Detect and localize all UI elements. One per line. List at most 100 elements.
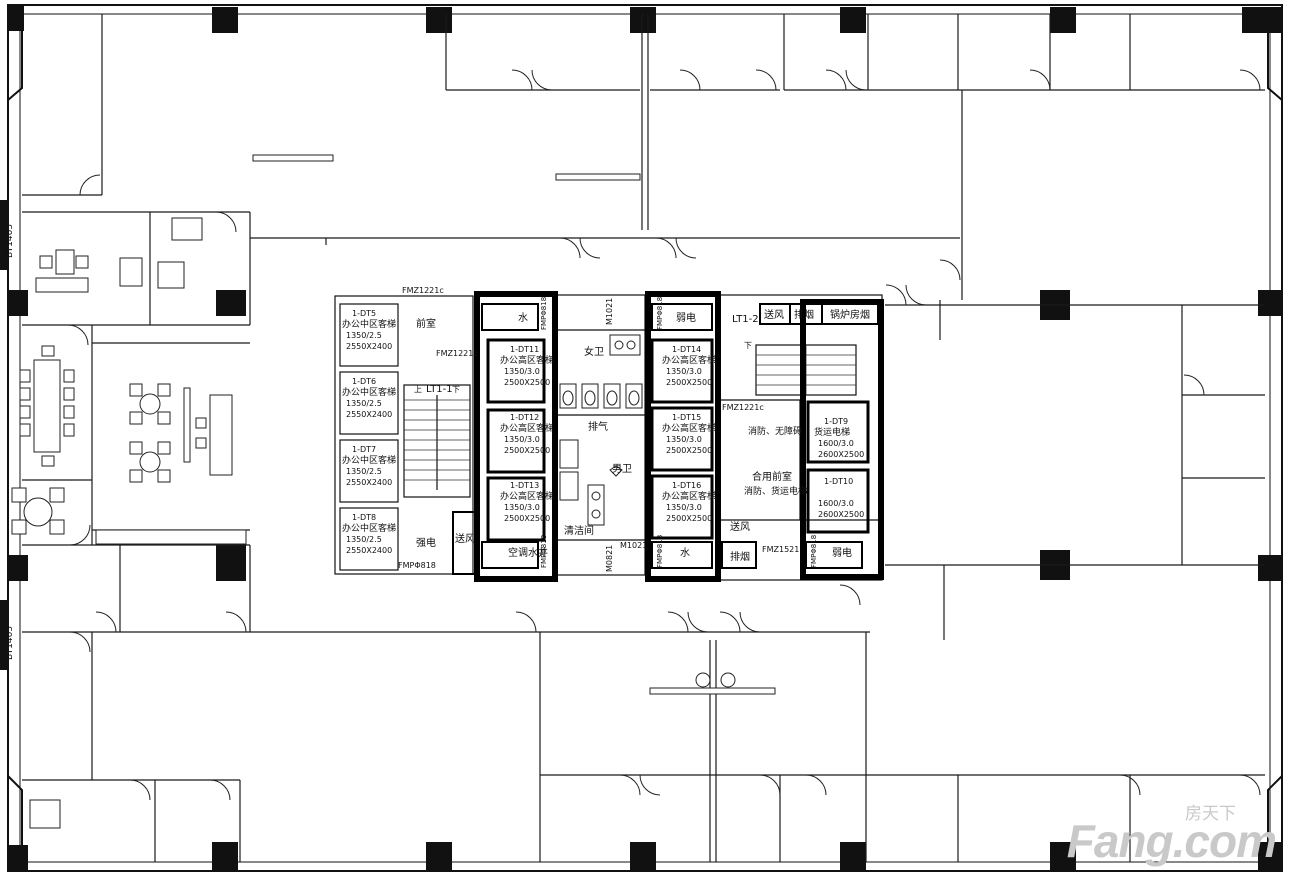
elevator-name: 办公高区客梯 [500, 354, 554, 366]
elevator-id: 1-DT13 [510, 481, 539, 490]
label-shaft-3: FMPΦ818 [656, 297, 664, 330]
elevator-spec: 1350/2.5 [346, 535, 382, 544]
elevator-id: 1-DT14 [672, 345, 701, 354]
structural-columns [0, 5, 1282, 871]
label-door-m1021: M1021 [605, 298, 614, 325]
elevator-id: 1-DT15 [672, 413, 701, 422]
elevator-spec: 1350/3.0 [666, 503, 702, 512]
label-down-right: 下 [744, 341, 752, 350]
label-smoke-exhaust-bottom: 排烟 [730, 550, 750, 563]
elevator-labels: 1-DT5办公中区客梯1350/2.52550X24001-DT6办公中区客梯1… [342, 309, 864, 555]
label-front-room: 前室 [416, 317, 436, 330]
label-door-m1021b: M1021 [620, 541, 647, 550]
elevator-id: 1-DT16 [672, 481, 701, 490]
label-door-fmz-mid: FMZ1221c [436, 349, 478, 358]
elevator-spec: 1350/2.5 [346, 331, 382, 340]
label-door-fmzc: FMZ1221c [722, 403, 764, 412]
label-ac-water: 空调水井 [508, 546, 548, 559]
elevator-spec: 1350/3.0 [504, 367, 540, 376]
elevator-spec: 1350/3.0 [666, 367, 702, 376]
elevator-name: 办公中区客梯 [342, 386, 396, 398]
label-shared-front-2: 消防、货运电梯 [744, 485, 807, 497]
label-shared-front: 合用前室 [752, 470, 792, 483]
label-shaft-6: FMPΦ818 [810, 535, 818, 568]
edge-label-top: BY1405 [5, 224, 15, 258]
elevator-id: 1-DT7 [352, 445, 376, 454]
elevator-id: 1-DT6 [352, 377, 376, 386]
label-strong-elec: 强电 [416, 536, 436, 549]
label-shaft-2: FMPΦ818 [540, 297, 548, 330]
label-shaft-1: FMPΦ818 [398, 561, 436, 570]
label-supply-air-bottom: 送风 [730, 520, 750, 533]
edge-labels: BY1405 BY1405 [5, 224, 15, 660]
elevator-size: 2500X2500 [666, 446, 712, 455]
elevator-name: 办公中区客梯 [342, 454, 396, 466]
label-up-left: 上 [414, 385, 422, 394]
elevator-size: 2600X2500 [818, 450, 864, 459]
elevator-id: 1-DT12 [510, 413, 539, 422]
label-boiler: 锅炉房烟 [830, 308, 870, 321]
elevator-id: 1-DT11 [510, 345, 539, 354]
label-shaft-5: FMPΦ818 [656, 535, 664, 568]
elevator-name: 办公中区客梯 [342, 318, 396, 330]
elevator-name: 货运电梯 [814, 426, 850, 438]
partitions [22, 14, 1265, 862]
plant-symbols [695, 672, 736, 688]
label-exhaust: 排气 [588, 420, 608, 433]
elevator-name: 办公高区客梯 [662, 422, 716, 434]
elevator-spec: 1350/3.0 [504, 435, 540, 444]
label-stair-right: LT1-2 [732, 314, 759, 325]
label-shaft-4: FMPΦ818 [540, 535, 548, 568]
elevator-spec: 1600/3.0 [818, 439, 854, 448]
elevator-size: 2550X2400 [346, 546, 392, 555]
elevator-size: 2500X2500 [666, 378, 712, 387]
elevator-spec: 1350/2.5 [346, 467, 382, 476]
label-door-fmz1521: FMZ1521 [762, 545, 799, 554]
meeting-room-furniture [11, 217, 247, 829]
elevator-spec: 1350/2.5 [346, 399, 382, 408]
label-male-wc: 男卫 [612, 463, 632, 475]
label-fire-front: 消防、无障碍 [748, 425, 802, 437]
elevator-id: 1-DT10 [824, 477, 853, 486]
core-shaft-boxes [452, 303, 879, 575]
label-weak-elec-2: 弱电 [832, 546, 852, 559]
label-female-wc: 女卫 [584, 345, 604, 358]
elevator-name: 办公高区客梯 [662, 490, 716, 502]
label-water: 水 [518, 312, 528, 324]
stair-treads [404, 345, 856, 481]
elevator-name: 办公中区客梯 [342, 522, 396, 534]
elevator-size: 2550X2400 [346, 410, 392, 419]
elevator-size: 2600X2500 [818, 510, 864, 519]
elevator-size: 2500X2500 [666, 514, 712, 523]
door-swings [67, 69, 1261, 801]
label-supply-air-top: 送风 [764, 308, 784, 321]
elevator-id: 1-DT5 [352, 309, 376, 318]
label-weak-elec: 弱电 [676, 311, 696, 324]
core-labels: 前室 FMZ1221c FMZ1221c LT1-1 上 下 水 水 弱电 弱电… [398, 286, 870, 572]
elevator-size: 2550X2400 [346, 342, 392, 351]
elevator-name: 办公高区客梯 [662, 354, 716, 366]
core-thick-walls [474, 291, 884, 582]
label-down-left: 下 [452, 385, 460, 394]
label-door-fmz-top: FMZ1221c [402, 286, 444, 295]
counters [183, 154, 776, 695]
label-stair-left: LT1-1 [426, 384, 453, 395]
label-cleaning: 清洁间 [564, 524, 594, 537]
label-door-m0821: M0821 [605, 545, 614, 572]
label-supply-air-left: 送风 [455, 532, 475, 545]
elevator-name: 办公高区客梯 [500, 490, 554, 502]
elevator-spec: 1350/3.0 [666, 435, 702, 444]
edge-label-bottom: BY1405 [5, 626, 15, 660]
label-water-2: 水 [680, 547, 690, 559]
elevator-name: 办公高区客梯 [500, 422, 554, 434]
elevator-size: 2500X2500 [504, 514, 550, 523]
core-elevator-cars [486, 338, 870, 542]
elevator-size: 2500X2500 [504, 446, 550, 455]
elevator-id: 1-DT9 [824, 417, 848, 426]
elevator-id: 1-DT8 [352, 513, 376, 522]
label-smoke-exhaust-top: 排烟 [794, 308, 814, 321]
elevator-size: 2500X2500 [504, 378, 550, 387]
toilet-fixtures [559, 334, 643, 526]
elevator-size: 2550X2400 [346, 478, 392, 487]
